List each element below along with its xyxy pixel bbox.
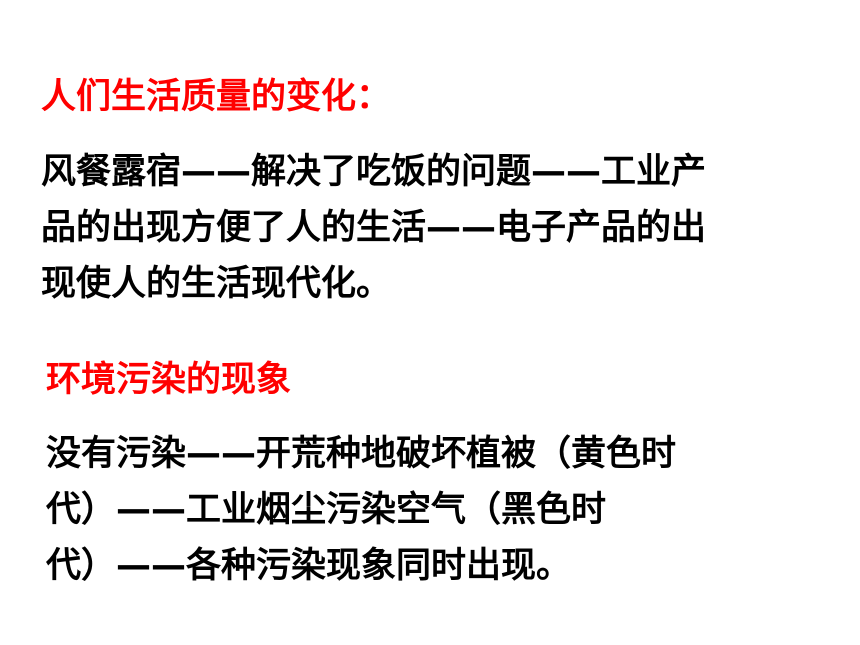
section-heading-pollution: 环境污染的现象	[46, 360, 292, 400]
life-quality-paragraph: 风餐露宿——解决了吃饭的问题——工业产 品的出现方便了人的生活——电子产品的出 …	[41, 144, 706, 312]
paragraph-line: 风餐露宿——解决了吃饭的问题——工业产	[41, 152, 707, 192]
section-heading-life-quality: 人们生活质量的变化：	[41, 77, 392, 117]
paragraph-line: 没有污染——开荒种地破坏植被（黄色时	[46, 434, 677, 474]
paragraph-line: 品的出现方便了人的生活——电子产品的出	[41, 208, 707, 248]
paragraph-line: 现使人的生活现代化。	[41, 264, 392, 304]
paragraph-line: 代）——工业烟尘污染空气（黑色时	[46, 490, 607, 530]
paragraph-line: 代）——各种污染现象同时出现。	[46, 546, 572, 586]
pollution-paragraph: 没有污染——开荒种地破坏植被（黄色时 代）——工业烟尘污染空气（黑色时 代）——…	[46, 426, 676, 594]
